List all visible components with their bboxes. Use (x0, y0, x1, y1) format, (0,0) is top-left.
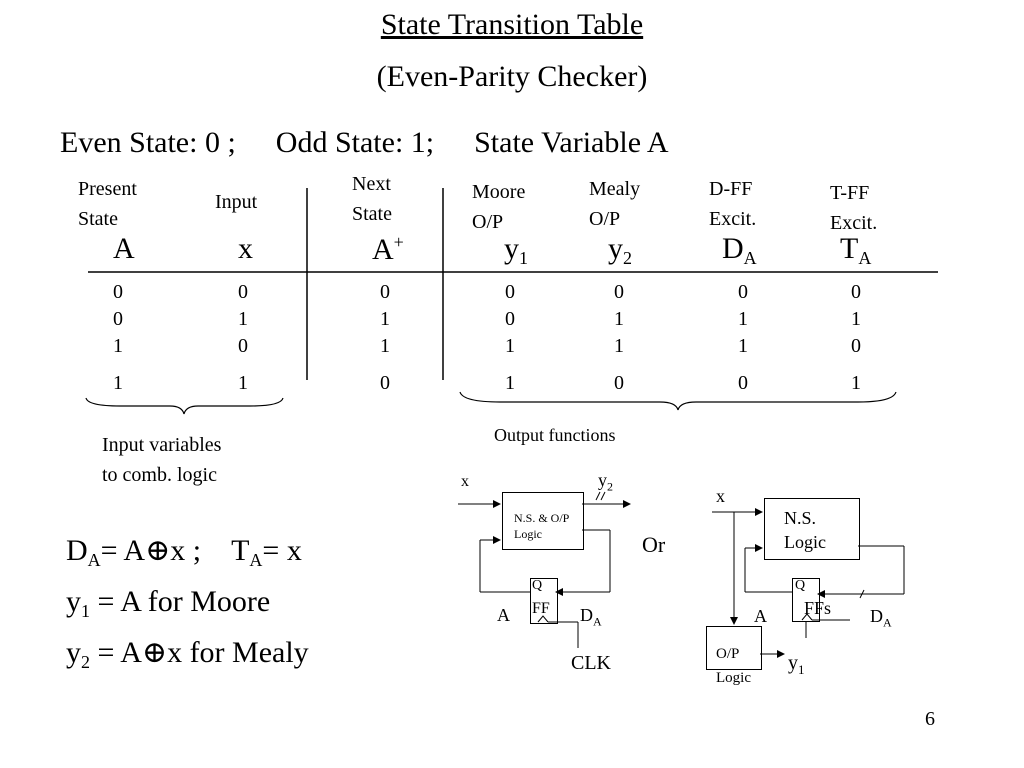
table-cell: 1 (238, 372, 248, 394)
output-brace (459, 391, 897, 411)
page-number: 6 (925, 708, 935, 730)
ff-q-label: Q (532, 578, 543, 593)
table-cell: 1 (113, 372, 123, 394)
equation-y1: y1 = A for Moore (66, 585, 271, 621)
table-cell: 1 (738, 308, 748, 330)
table-cell: 0 (505, 308, 515, 330)
ffs-label: FFs (804, 598, 832, 618)
equation-y2: y2 = A⊕x for Mealy (66, 636, 309, 672)
table-cell: 0 (738, 281, 748, 303)
odd-state-label: Odd State: 1; (275, 126, 435, 159)
ff-box (530, 578, 558, 624)
table-cell: 1 (505, 335, 515, 357)
input-brace (85, 397, 284, 415)
symbol-a: A (113, 232, 135, 265)
table-cell: 0 (380, 372, 390, 394)
table-cell: 1 (851, 308, 861, 330)
diagram2-x-label: x (716, 486, 725, 506)
symbol-y2: y2 (608, 232, 632, 268)
table-cell: 0 (505, 281, 515, 303)
table-cell: 0 (238, 281, 248, 303)
state-definitions: Even State: 0 ; Odd State: 1; State Variab… (60, 126, 709, 160)
symbol-da: DA (722, 232, 757, 268)
table-cell: 0 (113, 308, 123, 330)
table-cell: 0 (380, 281, 390, 303)
equation-da-ta: DA= A⊕x ;TA= x (66, 534, 302, 570)
symbol-ta: TA (840, 232, 872, 268)
symbol-x: x (238, 232, 253, 265)
or-label: Or (642, 532, 666, 557)
table-cell: 1 (380, 335, 390, 357)
table-cell: 1 (505, 372, 515, 394)
ff-label: FF (532, 600, 550, 617)
table-cell: 0 (851, 281, 861, 303)
symbol-a-plus: A+ (372, 232, 404, 266)
table-cell: 0 (614, 281, 624, 303)
even-state-label: Even State: 0 ; (60, 126, 236, 159)
table-cell: 0 (614, 372, 624, 394)
diagram1-da-label: DA (580, 605, 602, 629)
equations-block: DA= A⊕x ;TA= x y1 = A for Moore y2 = A⊕x… (66, 530, 309, 683)
table-cell: 1 (738, 335, 748, 357)
diagram1-x-label: x (461, 473, 469, 490)
ns-op-logic-box (502, 492, 584, 550)
output-functions-label: Output functions (494, 425, 616, 445)
table-cell: 1 (113, 335, 123, 357)
diagram2-y1-label: y1 (788, 652, 805, 677)
diagram2-a-label: A (754, 606, 767, 626)
table-cell: 0 (238, 335, 248, 357)
ns-logic-box (764, 498, 860, 560)
slide-title: State Transition Table (380, 8, 644, 41)
ffs-box (792, 578, 820, 622)
table-cell: 1 (380, 308, 390, 330)
table-cell: 1 (614, 335, 624, 357)
diagram1-y2-label: y2 (598, 470, 613, 494)
clk-label: CLK (571, 652, 611, 674)
table-cell: 1 (851, 372, 861, 394)
table-cell: 1 (614, 308, 624, 330)
table-cell: 0 (113, 281, 123, 303)
op-logic-box (706, 626, 762, 670)
ns-logic-label: N.S.Logic (784, 508, 826, 552)
slide-subtitle: (Even-Parity Checker) (376, 60, 648, 93)
ffs-q-label: Q (795, 578, 806, 593)
table-cell: 0 (738, 372, 748, 394)
diagram1-a-label: A (497, 605, 510, 625)
diagram2-da-label: DA (870, 606, 892, 630)
header-input: Input (215, 191, 258, 213)
table-cell: 0 (851, 335, 861, 357)
table-cell: 1 (238, 308, 248, 330)
state-variable-label: State Variable A (474, 126, 669, 159)
symbol-y1: y1 (504, 232, 528, 268)
